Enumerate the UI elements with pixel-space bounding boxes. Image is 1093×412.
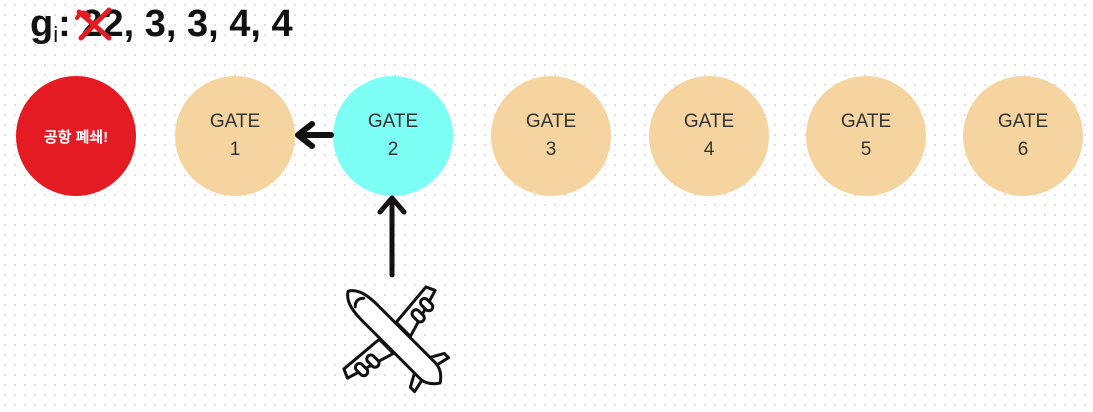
gate-6: GATE 6	[963, 76, 1083, 196]
g-variable: g	[30, 3, 54, 45]
gate-number: 4	[703, 139, 715, 160]
gate-label: GATE	[525, 111, 577, 132]
airplane-icon	[342, 285, 451, 394]
gate-label: GATE	[209, 111, 261, 132]
gate-4: GATE 4	[649, 76, 769, 196]
gate-number: 1	[229, 139, 241, 160]
remaining-values: 2, 3, 3, 4, 4	[102, 3, 293, 45]
gate-number: 2	[387, 139, 399, 160]
gate-label: GATE	[367, 111, 419, 132]
arrow-up-icon	[377, 195, 407, 278]
g-subscript: i	[53, 22, 59, 47]
gate-3: GATE 3	[491, 76, 611, 196]
gate-label: GATE	[997, 111, 1049, 132]
gate-5: GATE 5	[806, 76, 926, 196]
gate-number: 5	[860, 139, 872, 160]
strike-mark-icon	[75, 7, 112, 41]
gate-2: GATE 2	[333, 76, 453, 196]
gate-number: 3	[545, 139, 557, 160]
struck-value: 2	[75, 2, 112, 46]
airport-closed-node: 공항 폐쇄!	[16, 76, 136, 196]
gate-label: GATE	[683, 111, 735, 132]
colon: :	[58, 3, 71, 45]
airport-closed-label: 공항 폐쇄!	[43, 128, 109, 146]
gate-number: 6	[1017, 139, 1029, 160]
gate-1: GATE 1	[175, 76, 295, 196]
arrow-left-icon	[295, 121, 334, 149]
gate-label: GATE	[840, 111, 892, 132]
